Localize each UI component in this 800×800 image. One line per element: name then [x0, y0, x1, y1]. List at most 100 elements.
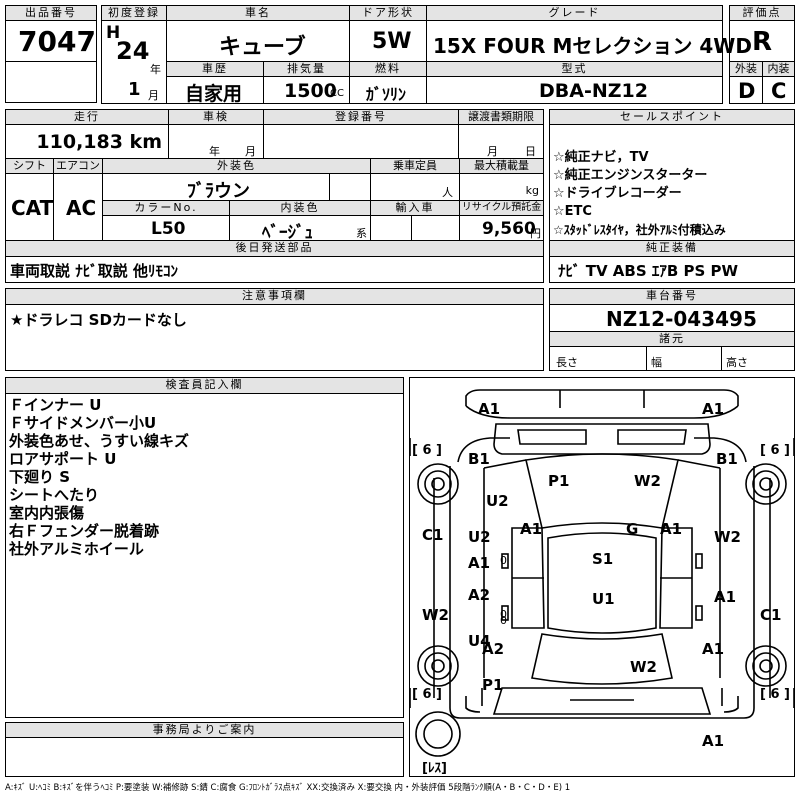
color-no: L50 — [151, 219, 186, 239]
sales-point: ☆ｽﾀｯﾄﾞﾚｽﾀｲﾔ，社外ｱﾙﾐ付積込み — [553, 223, 726, 237]
tread-front-right: [ 6 ] — [760, 443, 790, 458]
damage-mark: U2 — [486, 492, 509, 510]
equip-label: 純正装備 — [549, 240, 795, 257]
damage-mark: P1 — [482, 676, 503, 694]
handover-cell: 月 日 — [458, 124, 544, 159]
damage-mark: B1 — [716, 450, 738, 468]
exterior-grade: D — [738, 79, 756, 103]
sales-point: ☆ドライブレコーダー — [553, 186, 682, 201]
shift-label: シフト — [5, 158, 54, 174]
dims-label: 諸元 — [549, 331, 795, 347]
reg-no-label: 登録番号 — [263, 109, 459, 125]
damage-mark: C1 — [760, 606, 781, 624]
car-diagram-svg: [ 6 ] [ 6 ] [ 6 ] [ 6 ] [ﾚｽ] A1 A1 B1 B1… — [410, 389, 794, 776]
capacity-label: 乗車定員 — [370, 158, 460, 174]
exterior-color-extra — [329, 173, 371, 201]
damage-mark: 0 — [500, 608, 507, 621]
displacement: 1500 — [284, 80, 337, 102]
notes-label: 注意事項欄 — [5, 288, 544, 305]
inspector-line: 右Ｆフェンダー脱着跡 — [9, 522, 160, 540]
lot-number-label: 出品番号 — [5, 5, 97, 21]
inspection-month: 月 — [245, 145, 256, 158]
damage-mark: U4 — [468, 632, 491, 650]
height-cell: 高さ — [721, 346, 795, 371]
inspector-line: Ｆサイドメンバー小U — [9, 414, 157, 432]
import-cell-2 — [411, 215, 460, 241]
fuel-cell: ｶﾞｿﾘﾝ — [349, 76, 427, 104]
capacity-unit: 人 — [442, 186, 453, 199]
damage-mark: U1 — [592, 590, 615, 608]
sales-label: セールスポイント — [549, 109, 795, 125]
color-no-label: カラーNo. — [102, 200, 230, 216]
recycle-unit: 円 — [530, 227, 541, 240]
car-name-cell: キューブ — [166, 20, 350, 62]
damage-diagram: [ 6 ] [ 6 ] [ 6 ] [ 6 ] [ﾚｽ] A1 A1 B1 B1… — [409, 377, 795, 777]
color-no-cell: L50 — [102, 215, 230, 241]
mileage-label: 走行 — [5, 109, 169, 125]
lot-blank — [5, 61, 97, 103]
grade-cell: 15X FOUR Mセレクション 4WD — [426, 20, 752, 62]
chassis-label: 車台番号 — [549, 288, 795, 305]
displacement-label: 排気量 — [263, 61, 350, 77]
later-parts-cell: 車両取説 ﾅﾋﾞ取説 他ﾘﾓｺﾝ — [5, 256, 544, 283]
month-unit: 月 — [148, 89, 159, 102]
handover-day: 日 — [525, 145, 536, 158]
first-reg-label: 初度登録 — [101, 5, 167, 21]
damage-mark: A2 — [482, 640, 504, 658]
max-load-cell: kg — [459, 173, 544, 201]
shift-cell: CAT — [5, 173, 54, 241]
inspector-line: 下廻り S — [9, 468, 71, 486]
damage-mark: A1 — [702, 732, 724, 750]
interior-color-label: 内装色 — [229, 200, 371, 216]
interior-label: 内装 — [762, 61, 795, 77]
sales-point: ☆ETC — [553, 204, 592, 219]
recycle: 9,560 — [482, 219, 536, 239]
history-cell: 自家用 — [166, 76, 264, 105]
damage-mark: A1 — [468, 554, 490, 572]
doors-cell: 5W — [349, 20, 427, 62]
history-label: 車歴 — [166, 61, 264, 77]
aircon: AC — [66, 196, 97, 220]
damage-mark: A1 — [660, 520, 682, 538]
doors-label: ドア形状 — [349, 5, 427, 21]
doors: 5W — [372, 29, 412, 54]
damage-mark: U2 — [468, 528, 491, 546]
chassis: NZ12-043495 — [606, 307, 757, 331]
recycle-label: リサイクル預託金 — [459, 200, 544, 216]
inspection-label: 車検 — [168, 109, 264, 125]
inspector-line: 外装色あせ、うすい線キズ — [9, 432, 190, 450]
damage-mark: A1 — [714, 588, 736, 606]
score: R — [752, 27, 773, 57]
interior-color: ﾍﾞｰｼﾞｭ — [262, 223, 313, 243]
width-cell: 幅 — [646, 346, 722, 371]
damage-mark: G — [626, 520, 638, 538]
aircon-cell: AC — [53, 173, 103, 241]
inspector-cell: Ｆインナー U Ｆサイドメンバー小U 外装色あせ、うすい線キズ ロアサポート U… — [5, 393, 404, 718]
equip-cell: ﾅﾋﾞ TV ABS ｴｱB PS PW — [549, 256, 795, 283]
damage-mark: A1 — [702, 640, 724, 658]
score-label: 評価点 — [729, 5, 795, 21]
model-cell: DBA-NZ12 — [426, 76, 723, 104]
capacity-cell: 人 — [370, 173, 460, 201]
office-cell — [5, 737, 404, 777]
grade-label: グレード — [426, 5, 723, 21]
car-name: キューブ — [219, 35, 306, 60]
sales-points: ☆純正ナビ，TV ☆純正エンジンスターター ☆ドライブレコーダー ☆ETC ☆ｽ… — [553, 149, 726, 239]
inspection-year: 年 — [209, 145, 220, 158]
model-label: 型式 — [426, 61, 723, 77]
chassis-cell: NZ12-043495 — [549, 304, 795, 332]
damage-mark: A1 — [520, 520, 542, 538]
displacement-cell: 1500 CC — [263, 76, 350, 104]
lot-number: 7047 — [18, 25, 96, 58]
exterior-cell: D — [729, 76, 763, 104]
model: DBA-NZ12 — [539, 80, 648, 102]
inspector-line: 室内内張傷 — [9, 504, 85, 522]
exterior-label: 外装 — [729, 61, 763, 77]
import-label: 輸入車 — [370, 200, 460, 216]
inspection-cell: 年 月 — [168, 124, 264, 159]
damage-mark: W2 — [714, 528, 741, 546]
interior-grade: C — [771, 79, 787, 103]
inspector-line: ロアサポート U — [9, 450, 117, 468]
damage-mark: 0 — [500, 554, 507, 567]
width-label: 幅 — [651, 356, 662, 369]
